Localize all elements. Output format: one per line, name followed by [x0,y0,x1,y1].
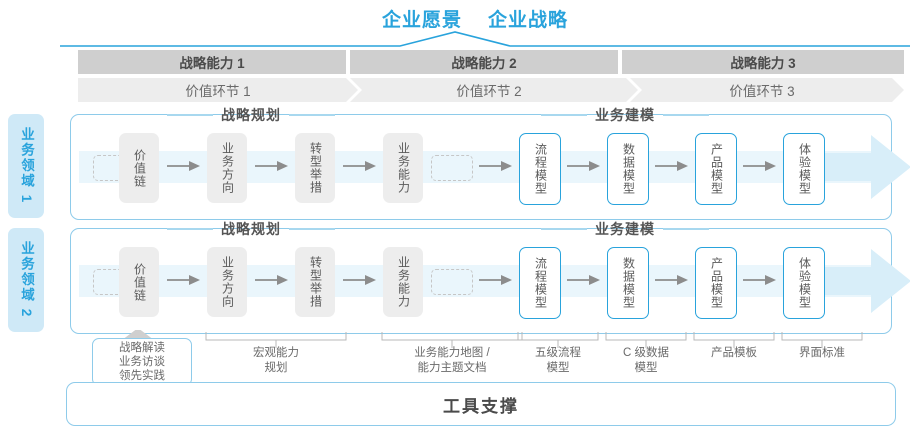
node-data-model-2[interactable]: 数据模型 [607,247,649,319]
domain-row-2: 战略规划 业务建模 价值链 业务方向 转型举措 业务能力 流程模型 数据模型 产… [70,221,910,334]
section-rule-left [167,228,213,230]
placeholder-box [431,155,473,181]
node-business-direction-1[interactable]: 业务方向 [207,133,247,203]
arrow-icon [567,161,600,171]
section-title-strategy-2: 战略规划 [221,221,281,237]
arrow-icon [743,161,776,171]
section-title-strategy-1: 战略规划 [221,107,281,123]
arrow-icon [343,161,376,171]
arrow-icon [479,275,512,285]
value-link-label-3: 价值环节 3 [729,84,795,99]
node-value-chain-2[interactable]: 价值链 [119,247,159,317]
arrow-icon [343,275,376,285]
value-link-cell-2[interactable]: 价值环节 2 [350,78,638,102]
capability-bar-row: 战略能力 1 战略能力 2 战略能力 3 [78,50,904,74]
section-header-modeling-1: 业务建模 [541,106,709,124]
tool-label-1: 宏观能力 规划 [253,347,299,374]
domain-side-text-2: 业务领域 2 [19,241,34,319]
domain-row-1: 战略规划 业务建模 价值链 业务方向 转型举措 业务能力 流程模型 数据模型 产… [70,107,910,220]
enterprise-strategy-title: 企业战略 [488,9,569,31]
tool-label-4: C 级数据 模型 [623,347,669,374]
value-link-cell-3[interactable]: 价值环节 3 [630,78,904,102]
section-rule-left [541,228,587,230]
node-value-chain-1[interactable]: 价值链 [119,133,159,203]
node-business-direction-2[interactable]: 业务方向 [207,247,247,317]
domain-side-label-2: 业务领域 2 [8,228,44,332]
tool-boxed-line-1: 战略解读 [119,342,165,354]
tool-label-boxed[interactable]: 战略解读 业务访谈 领先实践 [92,338,192,386]
arrow-icon [743,275,776,285]
arrow-icon [167,275,200,285]
tool-label-6: 界面标准 [799,347,845,359]
flow-arrow-large-1 [823,135,910,199]
value-link-label-2: 价值环节 2 [456,84,522,99]
value-link-label-1: 价值环节 1 [185,84,251,99]
section-rule-right [289,114,335,116]
section-header-strategy-1: 战略规划 [167,106,335,124]
arrow-icon [567,275,600,285]
tool-support-title: 工具支撑 [443,396,519,416]
node-experience-model-2[interactable]: 体验模型 [783,247,825,319]
capability-cell-3[interactable]: 战略能力 3 [622,50,904,74]
tool-label-2: 业务能力地图 / 能力主题文档 [414,347,490,374]
arrow-icon [255,161,288,171]
node-product-model-2[interactable]: 产品模型 [695,247,737,319]
section-rule-right [289,228,335,230]
arrow-icon [655,161,688,171]
tool-support-container: 工具支撑 [66,382,896,426]
section-header-modeling-2: 业务建模 [541,220,709,238]
value-link-cell-1[interactable]: 价值环节 1 [78,78,358,102]
arrow-icon [479,161,512,171]
enterprise-vision-title: 企业愿景 [381,9,462,31]
node-process-model-2[interactable]: 流程模型 [519,247,561,319]
node-process-model-1[interactable]: 流程模型 [519,133,561,205]
tool-label-3: 五级流程 模型 [535,347,581,374]
value-link-row: 价值环节 1 价值环节 2 价值环节 3 [78,78,904,102]
tool-boxed-line-3: 领先实践 [119,370,165,382]
section-rule-left [541,114,587,116]
section-rule-right [663,114,709,116]
node-business-capability-1[interactable]: 业务能力 [383,133,423,203]
section-rule-right [663,228,709,230]
section-title-modeling-2: 业务建模 [595,221,655,237]
placeholder-box [431,269,473,295]
capability-cell-2[interactable]: 战略能力 2 [350,50,618,74]
section-header-strategy-2: 战略规划 [167,220,335,238]
node-experience-model-1[interactable]: 体验模型 [783,133,825,205]
node-transform-measures-1[interactable]: 转型举措 [295,133,335,203]
domain-side-label-1: 业务领域 1 [8,114,44,218]
tool-label-5: 产品模板 [711,347,757,359]
node-data-model-1[interactable]: 数据模型 [607,133,649,205]
arrow-icon [167,161,200,171]
domain-side-text-1: 业务领域 1 [19,127,34,205]
tool-boxed-line-2: 业务访谈 [119,356,165,368]
flow-arrow-large-2 [823,249,910,313]
section-title-modeling-1: 业务建模 [595,107,655,123]
node-transform-measures-2[interactable]: 转型举措 [295,247,335,317]
capability-cell-1[interactable]: 战略能力 1 [78,50,346,74]
arrow-icon [655,275,688,285]
arrow-icon [255,275,288,285]
title-connector-line [60,31,910,47]
section-rule-left [167,114,213,116]
top-titles: 企业愿景 企业战略 [330,4,620,32]
node-product-model-1[interactable]: 产品模型 [695,133,737,205]
node-business-capability-2[interactable]: 业务能力 [383,247,423,317]
